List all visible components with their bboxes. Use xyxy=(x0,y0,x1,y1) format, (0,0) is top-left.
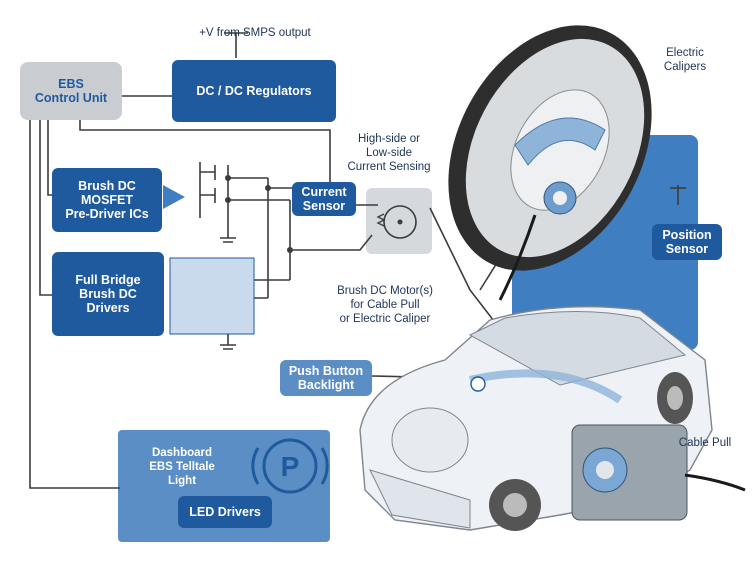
dashboard-label: Dashboard EBS Telltale Light xyxy=(149,447,215,487)
position-sensor-box: Position Sensor xyxy=(652,224,722,260)
motor-label: Brush DC Motor(s) for Cable Pull or Elec… xyxy=(337,285,433,325)
arrow-icon xyxy=(163,185,185,209)
led-drivers-box: LED Drivers xyxy=(178,496,272,528)
push-button-backlight-box: Push Button Backlight xyxy=(280,360,372,396)
brush-predriver-box: Brush DC MOSFET Pre-Driver ICs xyxy=(52,168,162,232)
brake-disc-illustration xyxy=(448,25,652,301)
current-sensor-box: Current Sensor xyxy=(292,182,356,216)
full-bridge-box: Full Bridge Brush DC Drivers xyxy=(52,252,164,336)
parking-telltale-icon xyxy=(251,438,329,494)
electric-calipers-label: Electric Calipers xyxy=(663,47,707,73)
motor-icon xyxy=(383,205,417,239)
smps-label: +V from SMPS output xyxy=(199,27,311,39)
dcdc-regulators: DC / DC Regulators xyxy=(172,60,336,122)
cable-pull-label: Cable Pull xyxy=(678,437,732,449)
p-symbol: P xyxy=(281,451,300,482)
full-bridge-inner xyxy=(169,257,255,335)
ebs-control-unit: EBS Control Unit xyxy=(20,62,122,120)
dashboard-panel xyxy=(118,430,330,542)
current-sensing-label: High-side or Low-side Current Sensing xyxy=(347,133,431,173)
car-illustration xyxy=(359,305,746,531)
